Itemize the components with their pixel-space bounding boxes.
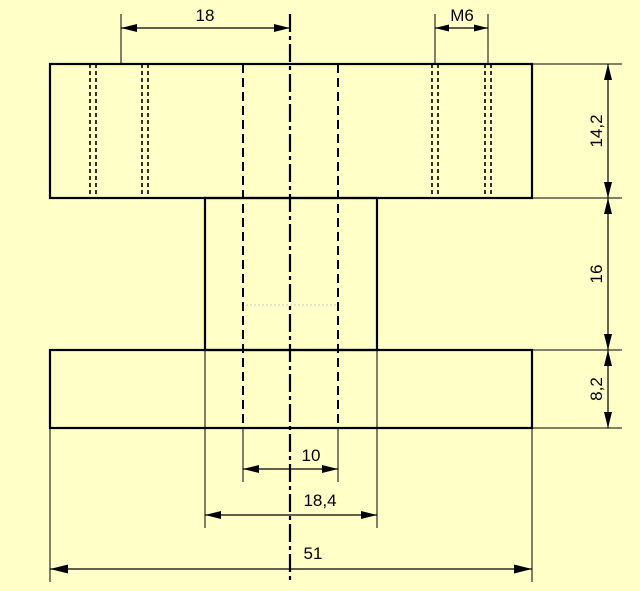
- hub-width-label: 18,4: [303, 491, 336, 510]
- overall-width-label: 51: [304, 544, 323, 563]
- right-outer-threaded-hole: [484, 64, 492, 198]
- vertical-dimensions: 14,2 16 8,2: [377, 63, 622, 429]
- right-inner-threaded-hole: [431, 64, 439, 198]
- top-height-label: 14,2: [587, 114, 606, 147]
- left-inner-threaded-hole: [141, 64, 149, 198]
- thread-dimension: M6: [434, 6, 489, 64]
- overall-width-dimension: 51: [50, 544, 532, 574]
- middle-height-label: 16: [587, 265, 606, 284]
- offset-dimension-label: 18: [196, 6, 215, 25]
- bore-dimension: 10: [243, 446, 338, 473]
- hub-width-dimension: 18,4: [205, 491, 377, 519]
- bore-dimension-label: 10: [302, 446, 321, 465]
- bottom-height-label: 8,2: [587, 377, 606, 401]
- left-outer-threaded-hole: [89, 64, 97, 198]
- thread-dimension-label: M6: [450, 6, 474, 25]
- offset-dimension: 18: [120, 6, 290, 64]
